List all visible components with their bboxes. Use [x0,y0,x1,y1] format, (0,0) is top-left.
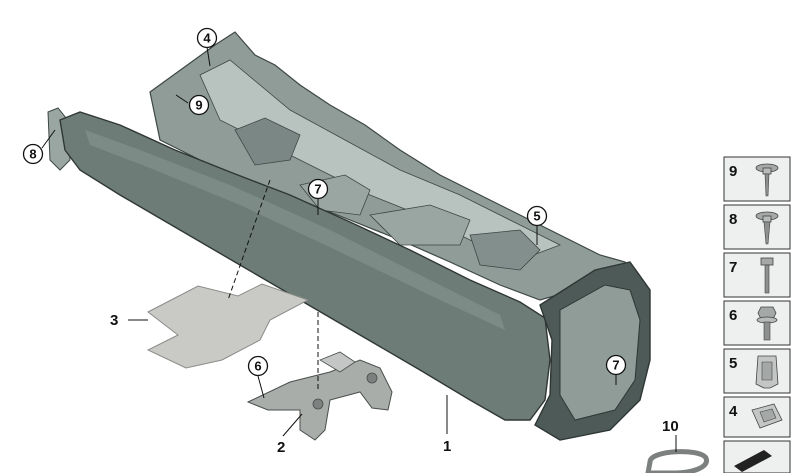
label-10: 10 [662,418,679,435]
callout-6: 6 [247,355,269,377]
clip-nut-icon [755,355,779,389]
screw-washer-icon [755,211,779,245]
leader-lines [41,46,677,452]
legend-item-9: 9 [723,156,791,202]
svg-text:4: 4 [203,31,211,46]
console-side-highlight [85,130,505,330]
callout-8: 8 [22,143,44,165]
screw-washer-icon [755,163,779,197]
svg-text:7: 7 [314,182,321,197]
hex-bolt-icon [760,257,774,294]
arrow-icon [734,450,772,472]
svg-text:6: 6 [729,307,737,324]
fastener-legend: 9 8 7 [723,156,791,473]
callout-7-front: 7 [307,178,329,200]
svg-text:9: 9 [729,163,737,180]
flange-bolt-icon [756,306,778,341]
legend-item-8: 8 [723,204,791,250]
label-3: 3 [110,312,118,329]
console-rear-opening [559,284,641,421]
svg-text:8: 8 [29,147,36,162]
mounting-bracket [246,351,393,441]
callout-9: 9 [188,94,210,116]
grommet-ring [645,449,709,473]
svg-text:6: 6 [254,359,261,374]
console-side-panel [59,111,551,421]
sound-pad [146,283,310,369]
label-1: 1 [443,438,451,455]
console-frame [149,31,631,301]
callout-7-rear: 7 [605,354,627,376]
label-2: 2 [277,439,285,456]
svg-text:4: 4 [729,403,738,420]
svg-text:7: 7 [729,259,737,276]
legend-item-5: 5 [723,348,791,394]
legend-item-4: 4 [723,396,791,438]
retaining-clip-icon [751,403,783,429]
svg-text:5: 5 [729,355,737,372]
svg-text:5: 5 [533,209,540,224]
legend-item-6: 6 [723,300,791,346]
svg-text:9: 9 [195,98,202,113]
legend-item-7: 7 [723,252,791,298]
callout-4: 4 [196,27,218,49]
callout-5: 5 [526,205,548,227]
svg-text:8: 8 [729,211,737,228]
svg-text:7: 7 [612,358,619,373]
legend-item-partial [723,440,791,473]
